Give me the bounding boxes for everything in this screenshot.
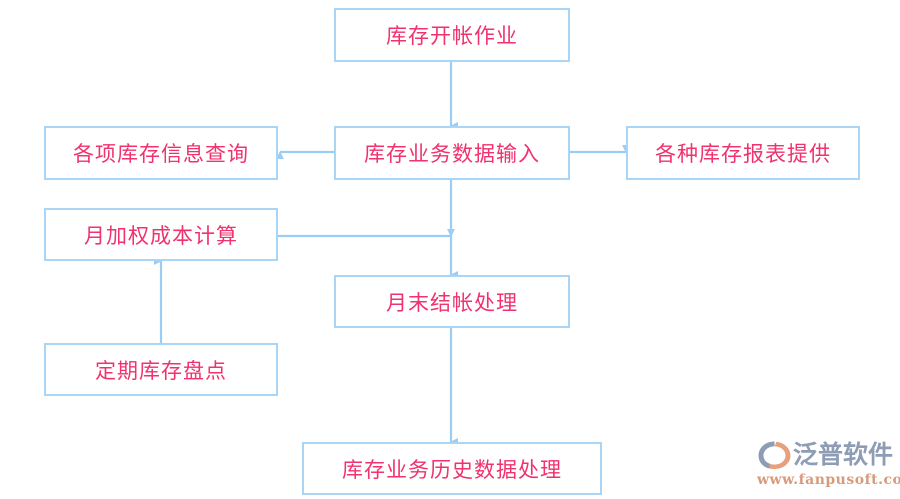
node-label: 各种库存报表提供 [655,142,831,166]
node-label: 库存业务数据输入 [364,142,540,166]
node-label: 月末结帐处理 [386,290,518,315]
node-inventory-opening[interactable]: 库存开帐作业 [334,8,570,62]
node-periodic-stocktaking[interactable]: 定期库存盘点 [44,343,278,396]
node-label: 月加权成本计算 [84,223,238,248]
node-inventory-reports[interactable]: 各种库存报表提供 [626,126,860,180]
watermark: 泛普软件 www.fanpusoft.com [757,437,900,493]
watermark-brand-text: 泛普软件 [793,440,894,469]
watermark-url-text: www.fanpusoft.com [757,472,900,488]
fanpusoft-logo-icon [758,441,791,469]
node-month-end-closing[interactable]: 月末结帐处理 [334,275,570,328]
node-label: 库存开帐作业 [386,24,518,48]
node-label: 定期库存盘点 [95,358,227,383]
node-monthly-weighted-cost[interactable]: 月加权成本计算 [44,208,278,261]
node-inventory-query[interactable]: 各项库存信息查询 [44,126,278,180]
node-label: 库存业务历史数据处理 [342,457,562,482]
node-inventory-data-input[interactable]: 库存业务数据输入 [334,126,570,180]
node-label: 各项库存信息查询 [73,142,249,166]
node-history-data-process[interactable]: 库存业务历史数据处理 [302,442,602,495]
watermark-brand-row: 泛普软件 [757,437,895,473]
